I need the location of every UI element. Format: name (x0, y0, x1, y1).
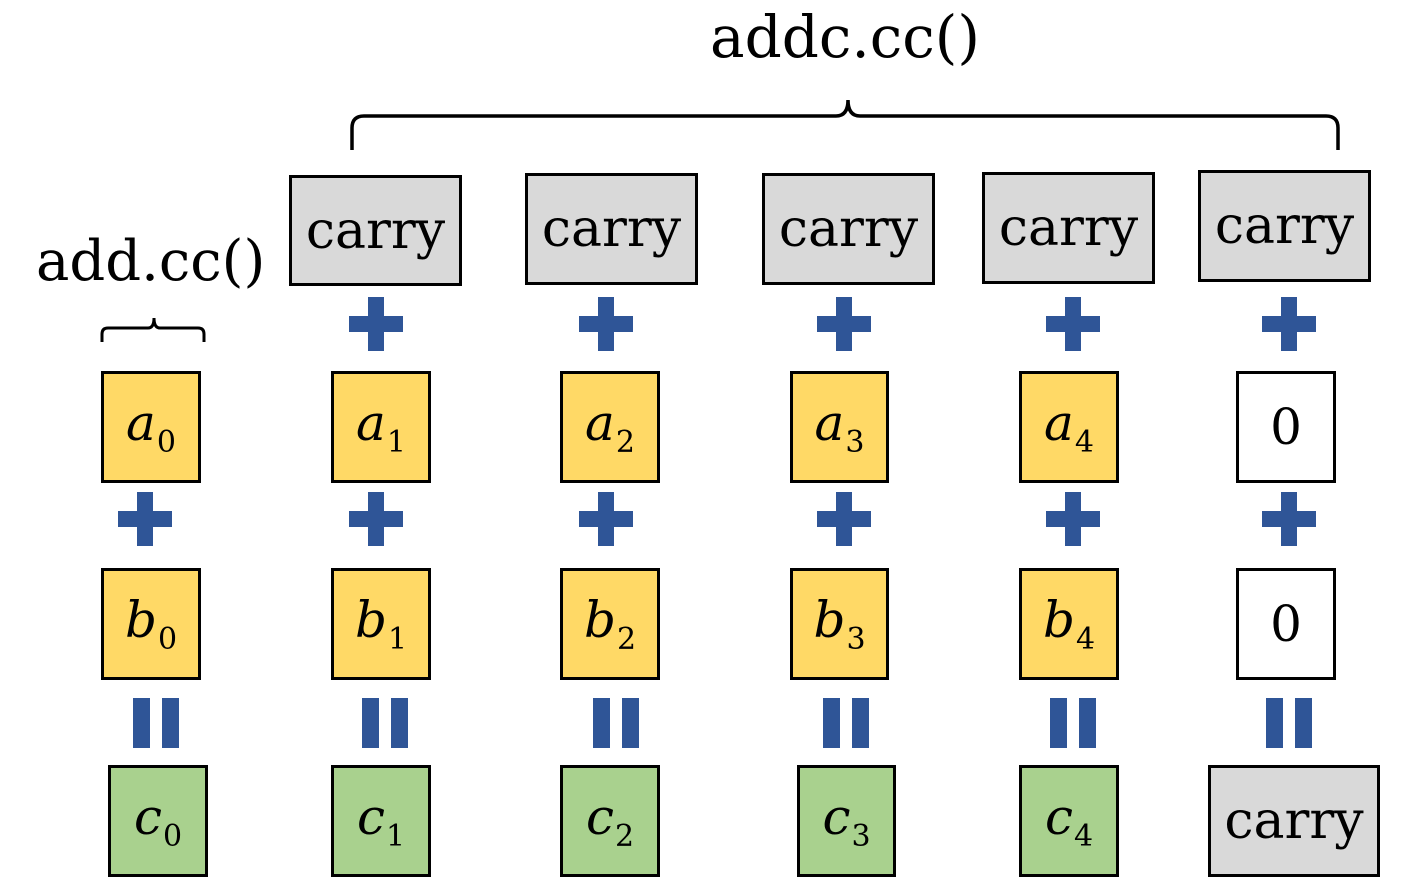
add-brace (100, 317, 206, 342)
operand-b-3: b3 (790, 568, 889, 680)
equals-icon (362, 698, 408, 748)
carry-text: carry (778, 199, 919, 259)
carry-text: carry (1224, 791, 1364, 851)
carry-in-box-3: carry (762, 173, 935, 285)
equals-icon (133, 698, 179, 748)
result-c-3: c3 (797, 765, 896, 877)
carry-text: carry (541, 199, 682, 259)
zero-text: 0 (1270, 595, 1302, 653)
operand-a-4: a4 (1019, 371, 1119, 483)
result-c-4: c4 (1019, 765, 1119, 877)
carry-in-box-1: carry (289, 175, 462, 286)
plus-icon (817, 492, 871, 546)
carry-text: carry (998, 198, 1139, 258)
plus-icon (1262, 492, 1316, 546)
operand-b-4: b4 (1019, 568, 1119, 680)
plus-icon (1262, 297, 1316, 351)
operand-b-0: b0 (101, 568, 201, 680)
zero-box-a: 0 (1236, 371, 1336, 483)
add-label: add.cc() (36, 229, 266, 294)
zero-box-b: 0 (1236, 568, 1336, 680)
result-c-1: c1 (331, 765, 431, 877)
result-c-0: c0 (108, 765, 208, 877)
zero-text: 0 (1270, 398, 1302, 456)
carry-text: carry (1214, 196, 1355, 256)
plus-icon (1046, 492, 1100, 546)
plus-icon (118, 492, 172, 546)
operand-a-1: a1 (331, 371, 431, 483)
result-c-2: c2 (560, 765, 660, 877)
carry-in-box-4: carry (982, 172, 1155, 284)
equals-icon (593, 698, 639, 748)
equals-icon (823, 698, 869, 748)
plus-icon (817, 297, 871, 351)
equals-icon (1266, 698, 1312, 748)
operand-a-0: a0 (101, 371, 201, 483)
carry-in-box-5: carry (1198, 170, 1371, 282)
plus-icon (579, 492, 633, 546)
operand-b-2: b2 (560, 568, 660, 680)
operand-a-2: a2 (560, 371, 660, 483)
plus-icon (579, 297, 633, 351)
operand-b-1: b1 (331, 568, 431, 680)
carry-out-box: carry (1208, 765, 1380, 877)
plus-icon (349, 492, 403, 546)
operand-a-3: a3 (790, 371, 889, 483)
carry-in-box-2: carry (525, 173, 698, 285)
addc-label: addc.cc() (710, 3, 980, 71)
equals-icon (1050, 698, 1096, 748)
carry-text: carry (305, 200, 446, 261)
plus-icon (349, 297, 403, 351)
plus-icon (1046, 297, 1100, 351)
